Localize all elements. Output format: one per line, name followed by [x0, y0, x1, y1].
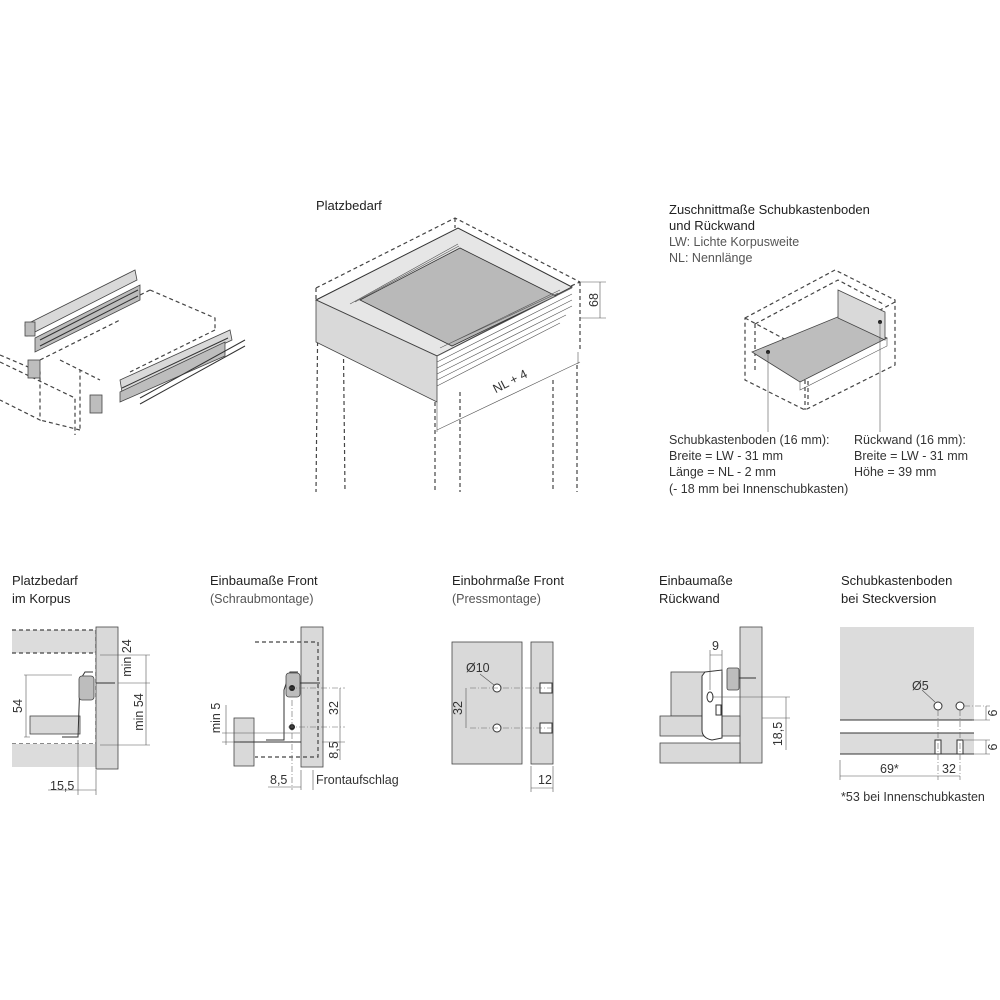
platzbedarf-title: Platzbedarf: [316, 198, 382, 213]
panel5-title-1: Schubkastenboden: [841, 573, 952, 588]
rueckwand-hoehe: Höhe = 39 mm: [854, 465, 936, 479]
dim-9-bottom: 9: [985, 744, 999, 751]
back-panel-mount-diagram: [659, 626, 790, 764]
panel3-title-1: Einbohrmaße Front: [452, 573, 564, 588]
rueckwand-label: Rückwand (16 mm):: [854, 433, 966, 447]
dim-9-top: 9: [985, 710, 999, 717]
schubkastenboden-label: Schubkastenboden (16 mm):: [669, 433, 830, 447]
nl-legend: NL: Nennlänge: [669, 251, 752, 265]
schubkastenboden-breite: Breite = LW - 31 mm: [669, 449, 783, 463]
schubkastenboden-note: (- 18 mm bei Innenschubkasten): [669, 482, 848, 496]
dim-9: 9: [712, 639, 719, 653]
panel5-title-2: bei Steckversion: [841, 591, 936, 606]
dim-min-5: min 5: [209, 703, 223, 734]
dim-min-24: min 24: [120, 639, 134, 677]
dim-18-5: 18,5: [771, 722, 785, 746]
zuschnitt-heading-1: Zuschnittmaße Schubkastenboden: [669, 202, 870, 217]
panel4-title-1: Einbaumaße: [659, 573, 733, 588]
dim-diameter-5: Ø5: [912, 679, 929, 693]
dim-8-5-vertical: 8,5: [327, 741, 341, 758]
dim-32-drill: 32: [451, 701, 465, 715]
drawer-slides-exploded-view: [0, 269, 246, 435]
dim-69: 69*: [880, 762, 899, 776]
dim-diameter-10: Ø10: [466, 661, 490, 675]
dim-min-54: min 54: [132, 693, 146, 731]
dim-12: 12: [538, 773, 552, 787]
cut-dimensions-box-view: [744, 269, 896, 432]
dim-15-5: 15,5: [50, 779, 74, 793]
dim-32: 32: [327, 701, 341, 715]
panel4-title-2: Rückwand: [659, 591, 720, 606]
dim-8-5-horizontal: 8,5: [270, 773, 287, 787]
dim-68: 68: [587, 293, 601, 307]
panel3-title-2: (Pressmontage): [452, 592, 541, 606]
panel2-title-1: Einbaumaße Front: [210, 573, 318, 588]
rueckwand-breite: Breite = LW - 31 mm: [854, 449, 968, 463]
schubkastenboden-laenge: Länge = NL - 2 mm: [669, 465, 776, 479]
front-drilling-diagram: [451, 641, 554, 792]
dim-54: 54: [11, 699, 25, 713]
korpus-space-diagram: [12, 626, 150, 795]
drawer-perspective-view: [314, 217, 606, 493]
panel1-title-1: Platzbedarf: [12, 573, 78, 588]
front-screw-mount-diagram: [222, 626, 345, 790]
footnote-innenschubkasten: *53 bei Innenschubkasten: [841, 790, 985, 804]
panel1-title-2: im Korpus: [12, 591, 71, 606]
dim-32-plug: 32: [942, 762, 956, 776]
frontaufschlag-label: Frontaufschlag: [316, 773, 399, 787]
plug-version-bottom-diagram: [839, 627, 990, 780]
panel2-title-2: (Schraubmontage): [210, 592, 314, 606]
zuschnitt-heading-2: und Rückwand: [669, 218, 755, 233]
lw-legend: LW: Lichte Korpusweite: [669, 235, 799, 249]
dim-nl-plus-4: NL + 4: [491, 367, 530, 396]
